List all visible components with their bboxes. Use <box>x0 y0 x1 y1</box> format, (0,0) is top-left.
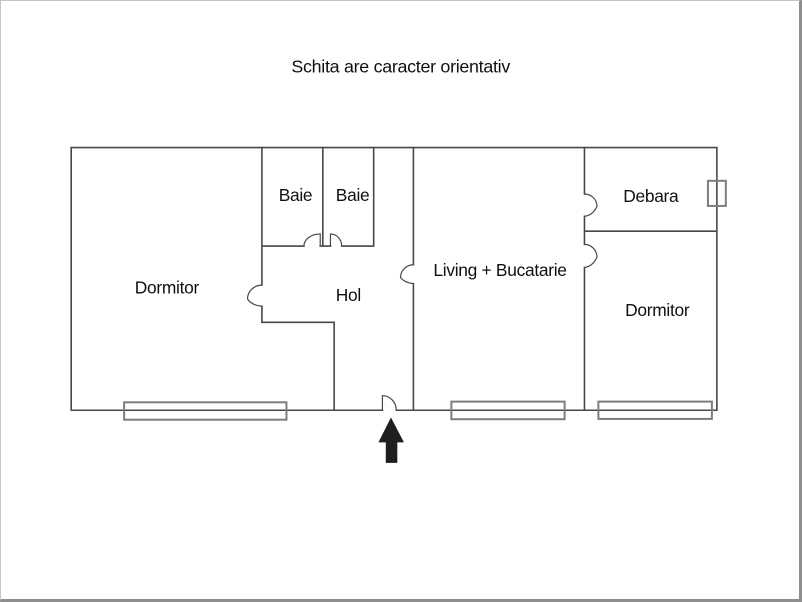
room-label-baie-1: Baie <box>279 185 313 205</box>
window-dormitor-left <box>123 401 288 421</box>
window-dormitor-right <box>597 400 713 420</box>
room-label-dormitor-left: Dormitor <box>135 277 200 297</box>
room-label-dormitor-right: Dormitor <box>625 300 690 320</box>
room-label-baie-2: Baie <box>336 185 370 205</box>
room-label-living-bucatarie: Living + Bucatarie <box>433 260 566 280</box>
door-swing-baie-2 <box>329 233 343 247</box>
wall-lines <box>70 146 718 412</box>
room-label-debara: Debara <box>623 186 679 206</box>
plan-title: Schita are caracter orientativ <box>291 57 510 77</box>
door-swing-debara <box>584 193 598 217</box>
room-label-hol: Hol <box>336 285 361 305</box>
window-debara <box>706 179 727 207</box>
door-swing-baie-1 <box>303 233 321 247</box>
door-swing-dormitor-left <box>246 284 262 307</box>
door-swing-entrance <box>381 395 397 411</box>
door-swing-dormitor-right <box>584 243 598 269</box>
door-swing-living <box>399 264 414 285</box>
entrance-arrow-up-icon <box>378 417 404 463</box>
window-living <box>450 400 566 421</box>
